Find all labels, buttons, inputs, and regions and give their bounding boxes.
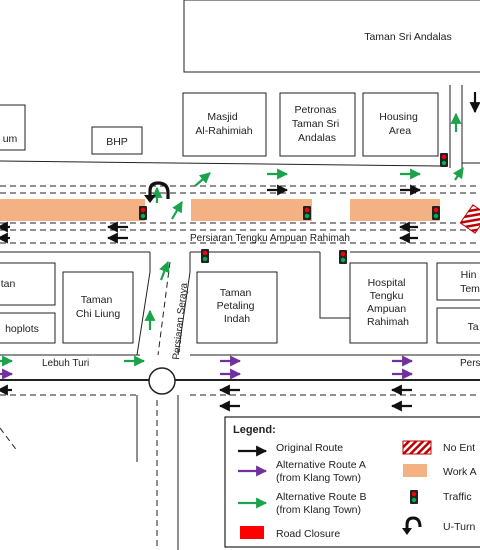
building-taman-sri-andalas [183, 0, 480, 73]
legend-route-b-label: Alternative Route B (from Klang Town) [276, 491, 369, 516]
label-petronas: Petronas Taman Sri Andalas [292, 104, 342, 144]
building-tan [0, 262, 56, 306]
label-shoplots: hoplots [5, 323, 39, 335]
traffic-light-icon [139, 206, 147, 220]
label-housing: Housing Area [379, 111, 420, 137]
route-b-arrow-8 [159, 260, 170, 281]
traffic-light-icon [432, 206, 440, 220]
road-label-lebuh-turi: Lebuh Turi [42, 358, 89, 369]
legend-traffic-light-icon [410, 490, 418, 504]
building-hindu-temple [436, 262, 480, 301]
building-bhp [91, 126, 143, 155]
label-petaling-indah: Taman Petaling Indah [217, 287, 258, 325]
building-shoplots [0, 312, 56, 344]
building-chi-liung [62, 271, 134, 344]
building-hospital [349, 262, 428, 344]
label-um: um [3, 133, 18, 145]
label-hospital: Hospital Tengku Ampuan Rahimah [367, 277, 409, 328]
legend-route-a-label: Alternative Route A (from Klang Town) [276, 459, 368, 484]
legend-no-entry-swatch [402, 440, 432, 455]
building-masjid [182, 92, 267, 157]
label-chi-liung: Taman Chi Liung [76, 294, 121, 320]
no-entry-marker [459, 204, 480, 234]
work-area-3 [350, 199, 440, 221]
building-labels: Taman Sri Andalas um BHP Masjid Al-Rahim… [1, 31, 480, 335]
traffic-light-icon [339, 250, 347, 264]
legend-title: Legend: [233, 424, 276, 436]
legend-road-closure-swatch [240, 526, 264, 539]
building-petaling-indah [196, 271, 278, 344]
building-petronas [279, 92, 356, 157]
legend-u-turn-arrowhead [402, 528, 412, 535]
road-label-right-partial: Pers [460, 358, 480, 369]
u-turn-icon [148, 181, 170, 199]
legend-no-entry-label: No Ent [443, 442, 475, 454]
legend-box [224, 416, 480, 548]
route-b-arrow-6 [171, 201, 183, 220]
work-areas [0, 199, 440, 221]
building-ta [436, 307, 480, 344]
roundabout [148, 367, 176, 395]
road-lines [0, 85, 480, 550]
u-turn-arrowhead [144, 195, 156, 203]
label-taman-sri-andalas: Taman Sri Andalas [364, 31, 452, 43]
label-masjid: Masjid Al-Rahimiah [195, 111, 252, 137]
traffic-light-icon [440, 153, 448, 167]
legend-work-area-swatch [403, 464, 427, 477]
legend-road-closure-label: Road Closure [276, 528, 340, 540]
building-housing [362, 92, 439, 157]
traffic-lights [139, 153, 448, 264]
legend-u-turn-icon [405, 516, 422, 531]
traffic-light-icon [201, 249, 209, 263]
buildings [0, 0, 480, 344]
road-label-main: Persiaran Tengku Ampuan Rahimah [190, 233, 350, 244]
legend-traffic-label: Traffic [443, 491, 472, 503]
legend: Legend: Original Route Alternative Route… [224, 416, 480, 548]
traffic-light-icon [303, 206, 311, 220]
label-hindu-temple: Hin Tem [460, 269, 480, 295]
work-area-2 [191, 199, 312, 221]
label-bhp: BHP [106, 136, 128, 148]
building-um [0, 104, 26, 151]
route-b-arrow-5 [452, 167, 464, 181]
legend-u-turn-label: U-Turn [443, 521, 475, 533]
label-ta: Ta [467, 321, 478, 333]
label-tan: tan [1, 278, 16, 290]
work-area-1 [0, 199, 145, 221]
route-arrows [0, 92, 480, 412]
legend-original-label: Original Route [276, 442, 343, 454]
legend-work-area-label: Work A [443, 466, 477, 478]
road-label-seraya: Persiaran Seraya [171, 282, 190, 360]
route-b-arrow-1 [194, 172, 211, 187]
